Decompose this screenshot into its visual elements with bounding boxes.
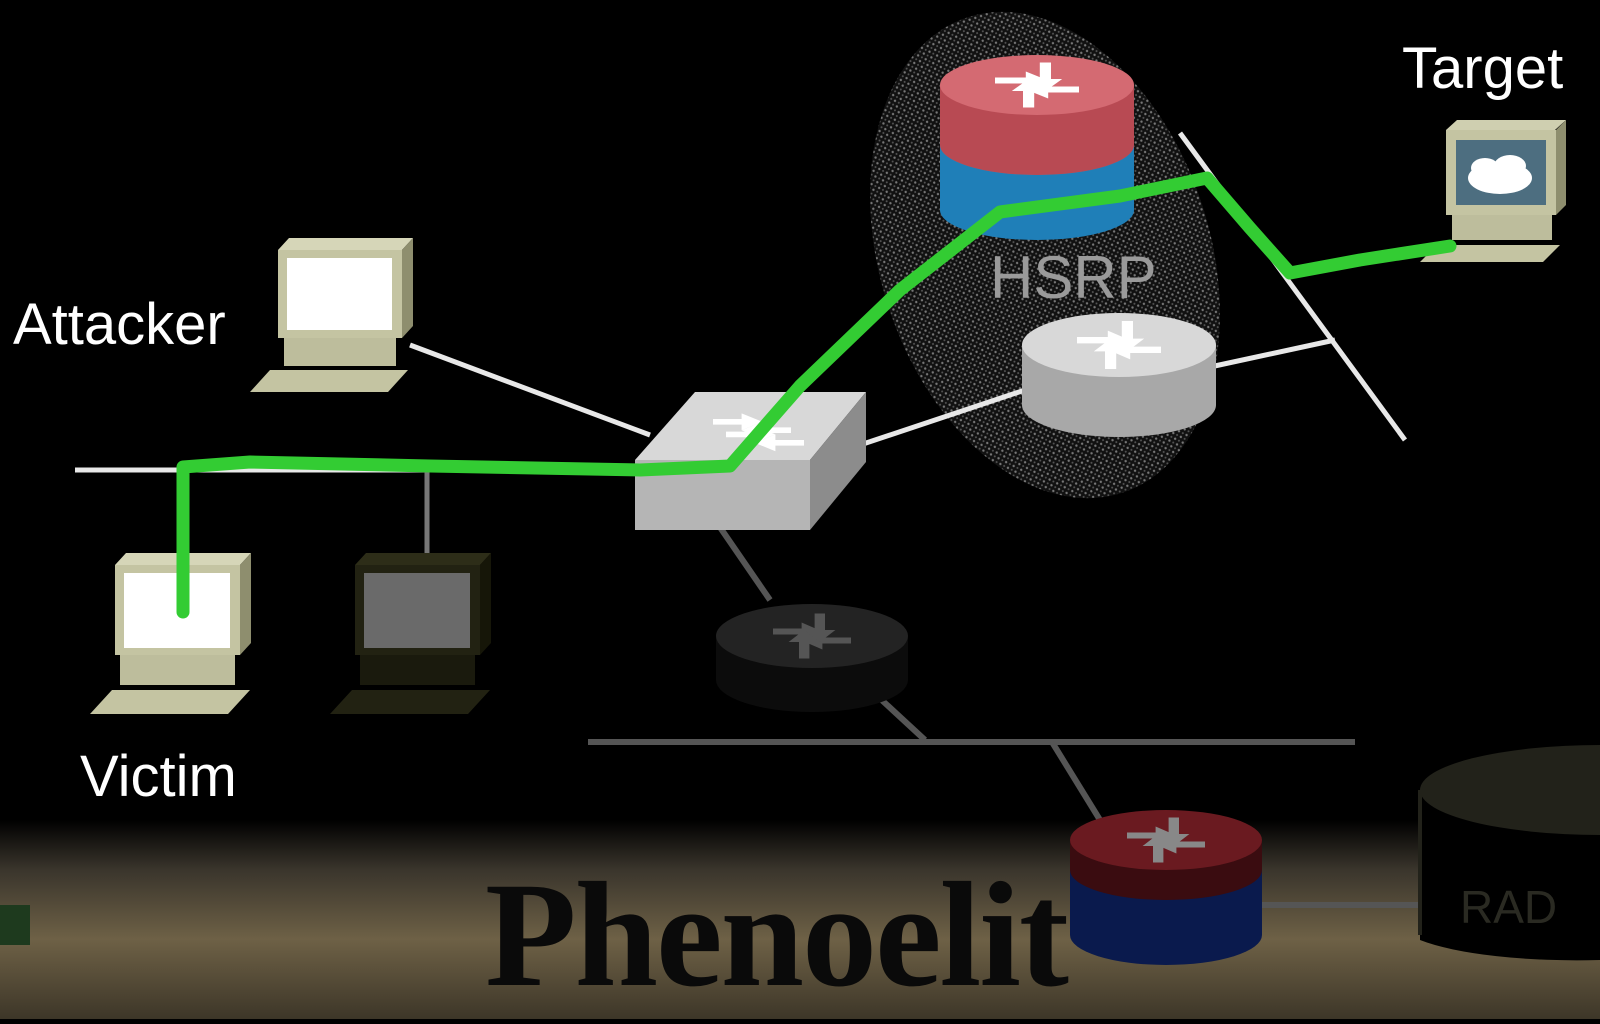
attacker-label: Attacker (13, 292, 226, 357)
attacker-computer-icon (250, 238, 413, 392)
edge-mark (0, 905, 30, 945)
attack-path-line (176, 171, 1457, 619)
hsrp-label: HSRP (990, 244, 1157, 311)
workstation-computer-icon (330, 553, 491, 714)
radius-server-icon (1418, 745, 1600, 961)
phenoelit-logo: Phenoelit (485, 852, 1069, 1018)
attacker-link (409, 342, 651, 438)
standby-target-link (1209, 337, 1336, 370)
rad-label: RAD (1460, 881, 1558, 933)
router-bottom-icon (1070, 810, 1262, 965)
router-standby-icon (1022, 313, 1216, 437)
router-dark-icon (716, 604, 908, 712)
victim-computer-icon (90, 553, 251, 714)
ground-band (0, 820, 1600, 1019)
target-label: Target (1402, 36, 1564, 101)
router-primary-icon (940, 55, 1134, 240)
switch-standby-link (859, 387, 1026, 448)
target-computer-icon (1420, 120, 1566, 262)
switch-icon (635, 392, 866, 530)
victim-label: Victim (80, 744, 237, 809)
